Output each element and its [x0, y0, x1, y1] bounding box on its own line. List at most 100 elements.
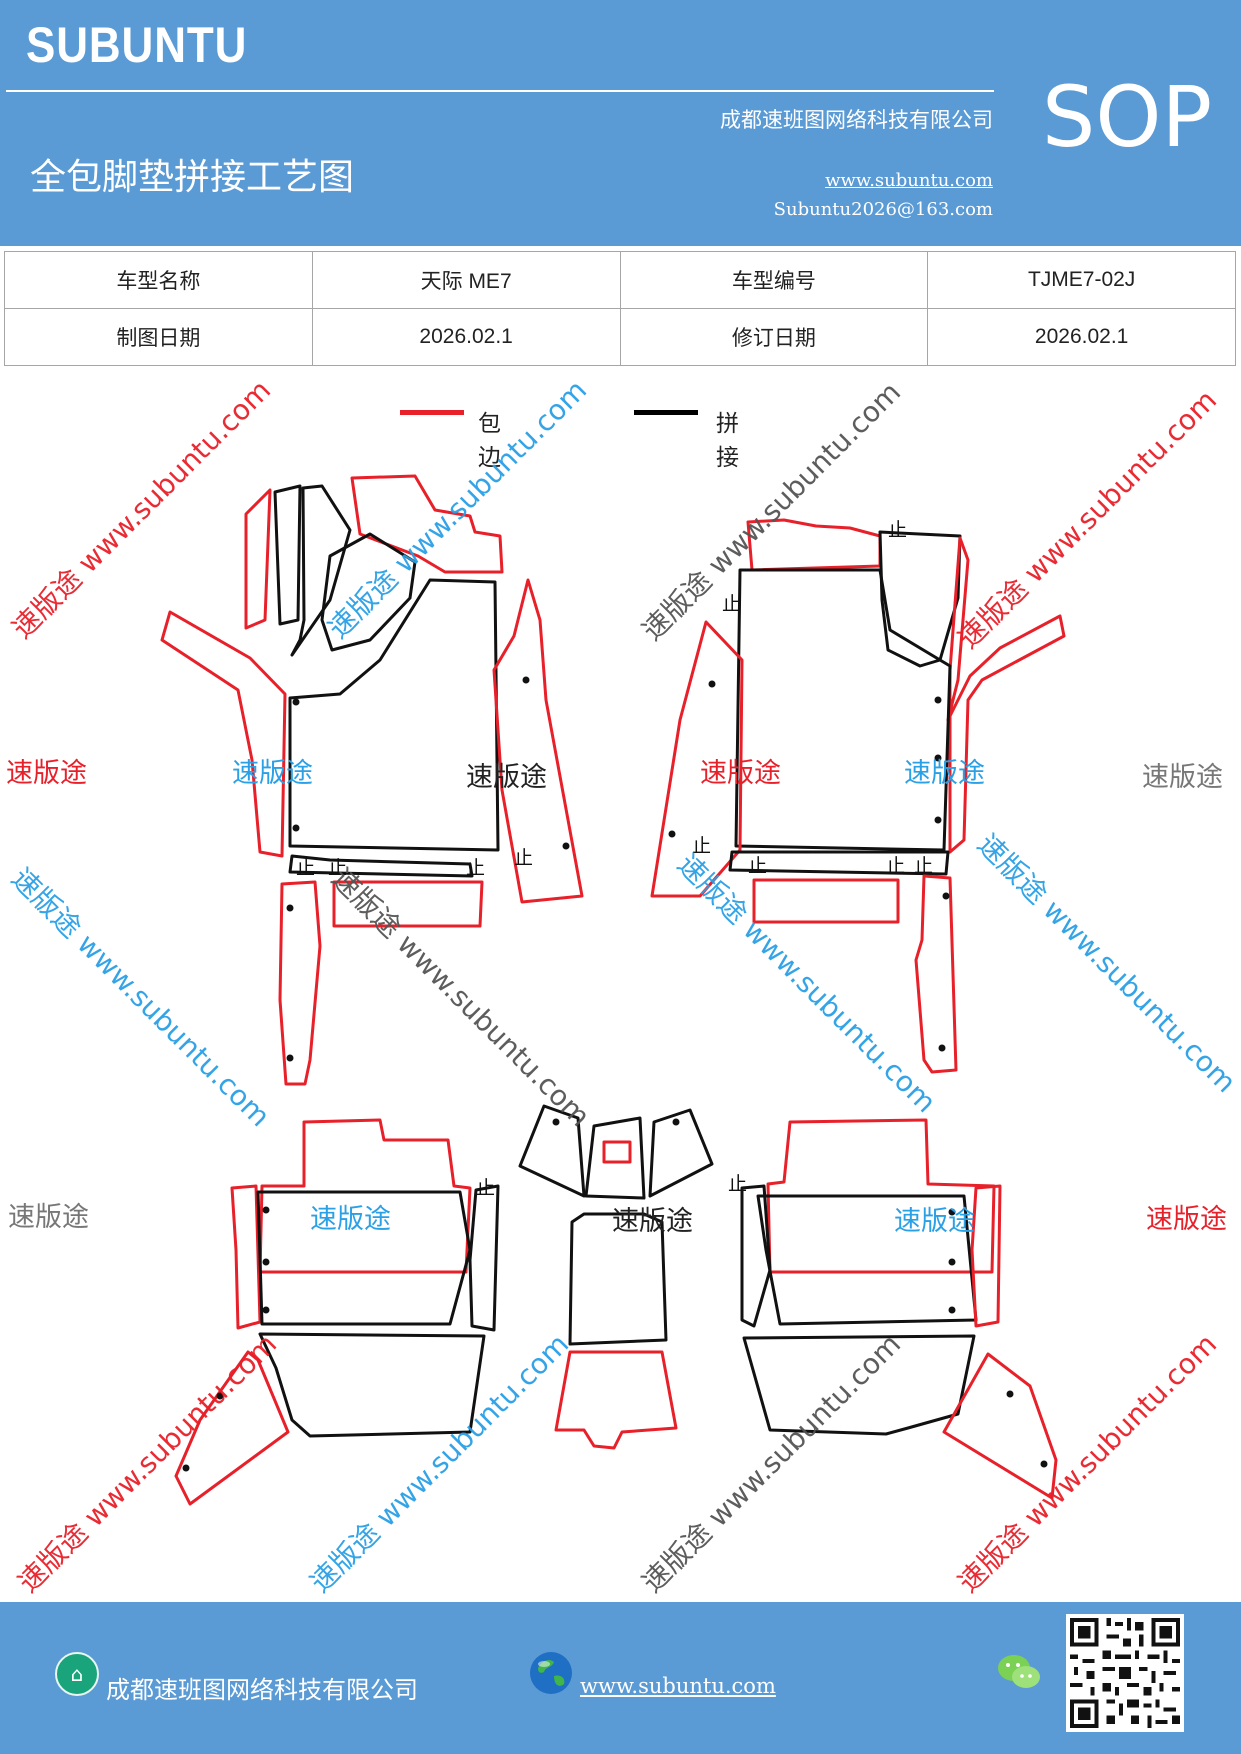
header-divider [6, 90, 994, 92]
mat-piece [650, 620, 744, 898]
watermark-diagonal: 速版途 www.subuntu.com [322, 373, 594, 645]
revise-date-label: 修订日期 [619, 308, 929, 366]
watermark: 速版途 [310, 1204, 391, 1235]
watermarks: 速版途 速版途 速版途 速版途 速版途 速版途 速版途 速版途 速版途 速版途 … [6, 758, 1227, 1237]
mat-piece [468, 1184, 500, 1332]
watermark-diagonal: 速版途 www.subuntu.com [636, 375, 908, 647]
watermark: 速版途 [1142, 762, 1223, 793]
qr-code[interactable] [1066, 1614, 1184, 1732]
mat-piece [914, 874, 958, 1074]
model-code-label: 车型编号 [619, 251, 929, 309]
watermark-diagonal: 速版途 www.subuntu.com [5, 862, 277, 1134]
stop-mark: 止 [886, 855, 905, 877]
mat-piece [290, 484, 352, 657]
watermark: 速版途 [904, 758, 985, 789]
mat-piece [244, 488, 272, 630]
mat-piece [332, 880, 484, 928]
home-icon: ⌂ [55, 1652, 99, 1696]
model-code-value: TJME7-02J [927, 251, 1236, 309]
mat-piece [602, 1140, 632, 1164]
mat-piece [942, 1352, 1058, 1500]
brand-logo: SUBUNTU [26, 17, 248, 73]
wechat-icon[interactable] [996, 1652, 1042, 1692]
pin-holes [182, 676, 1048, 1472]
table-row: 车型名称 天际 ME7 车型编号 TJME7-02J [4, 251, 1236, 309]
mat-piece [740, 1184, 772, 1328]
legend-edge-label: 包边 [478, 411, 501, 471]
mat-piece [230, 1184, 262, 1330]
stop-mark: 止 [476, 1177, 495, 1199]
mat-piece [648, 1108, 714, 1198]
stop-mark: 止 [914, 855, 933, 877]
diagonal-watermarks: 速版途 www.subuntu.com 速版途 www.subuntu.com … [5, 373, 1241, 1599]
model-name-label: 车型名称 [4, 251, 313, 309]
globe-icon [530, 1652, 572, 1694]
mat-piece [174, 1350, 290, 1506]
stop-mark: 止 [888, 519, 907, 541]
header-banner: SUBUNTU 成都速班图网络科技有限公司 全包脚垫拼接工艺图 www.subu… [0, 0, 1241, 246]
mat-piece [492, 578, 584, 904]
stop-mark: 止 [466, 857, 485, 879]
footer-company: 成都速班图网络科技有限公司 [106, 1676, 418, 1704]
watermark-diagonal: 速版途 www.subuntu.com [12, 1327, 284, 1599]
stop-mark: 止 [296, 857, 315, 879]
mat-piece [273, 484, 302, 626]
header-company: 成都速班图网络科技有限公司 [720, 108, 993, 132]
sop-badge: SOP [1042, 68, 1213, 166]
watermark: 速版途 [6, 758, 87, 789]
footer-banner: ⌂ 成都速班图网络科技有限公司 www.subuntu.com [0, 1602, 1241, 1754]
legend-edge-swatch [400, 410, 464, 415]
mat-piece [946, 536, 1066, 854]
draw-date-value: 2026.02.1 [311, 308, 621, 366]
stop-mark: 止 [514, 847, 533, 869]
table-row: 制图日期 2026.02.1 修订日期 2026.02.1 [4, 308, 1236, 366]
mat-piece [878, 530, 962, 668]
mat-piece [584, 1116, 646, 1200]
watermark-diagonal: 速版途 www.subuntu.com [304, 1327, 576, 1599]
mat-piece [728, 850, 950, 876]
model-name-value: 天际 ME7 [311, 251, 621, 309]
watermark: 速版途 [466, 762, 547, 793]
watermark-diagonal: 速版途 www.subuntu.com [971, 828, 1241, 1100]
revise-date-value: 2026.02.1 [927, 308, 1236, 366]
mat-piece [554, 1350, 678, 1450]
watermark-diagonal: 速版途 www.subuntu.com [325, 862, 597, 1134]
mat-piece [320, 532, 417, 652]
watermark-diagonal: 速版途 www.subuntu.com [952, 383, 1224, 655]
watermark: 速版途 [8, 1202, 89, 1233]
footer-url-link[interactable]: www.subuntu.com [580, 1674, 776, 1698]
stop-mark: 止 [692, 835, 711, 857]
floor-mat-diagram: 止止 止止 止止 止止 止止 止止 速版途 速版途 速版途 速版途 速版途 速版… [5, 373, 1241, 1599]
draw-date-label: 制图日期 [4, 308, 313, 366]
stop-mark: 止 [728, 1173, 747, 1195]
legend-seam-label: 拼接 [716, 411, 739, 471]
mat-piece [970, 1184, 1002, 1328]
mat-piece [568, 1212, 668, 1346]
watermark-diagonal: 速版途 www.subuntu.com [636, 1327, 908, 1599]
watermark: 速版途 [894, 1206, 975, 1237]
stop-marks: 止止 止止 止止 止止 止止 止止 [296, 519, 933, 1199]
mat-piece [278, 880, 322, 1086]
mat-piece [288, 854, 474, 878]
stop-mark: 止 [328, 857, 347, 879]
mat-piece [160, 610, 287, 858]
mat-piece [756, 1194, 978, 1326]
mat-piece [734, 568, 952, 852]
stop-mark: 止 [722, 593, 741, 615]
mat-piece [752, 878, 900, 924]
watermark: 速版途 [1146, 1204, 1227, 1235]
watermark: 速版途 [700, 758, 781, 789]
mat-piece [288, 578, 500, 852]
header-url-link[interactable]: www.subuntu.com [825, 170, 993, 191]
mat-piece [766, 1118, 996, 1274]
watermark-diagonal: 速版途 www.subuntu.com [671, 848, 943, 1120]
page-title: 全包脚垫拼接工艺图 [30, 157, 355, 198]
watermark-diagonal: 速版途 www.subuntu.com [6, 373, 278, 645]
watermark: 速版途 [612, 1206, 693, 1237]
legend-seam-swatch [634, 410, 698, 415]
watermark: 速版途 [232, 758, 313, 789]
mat-piece [256, 1190, 472, 1326]
mat-piece [518, 1104, 586, 1198]
info-table: 车型名称 天际 ME7 车型编号 TJME7-02J 制图日期 2026.02.… [4, 251, 1236, 366]
mat-piece [258, 1332, 486, 1438]
